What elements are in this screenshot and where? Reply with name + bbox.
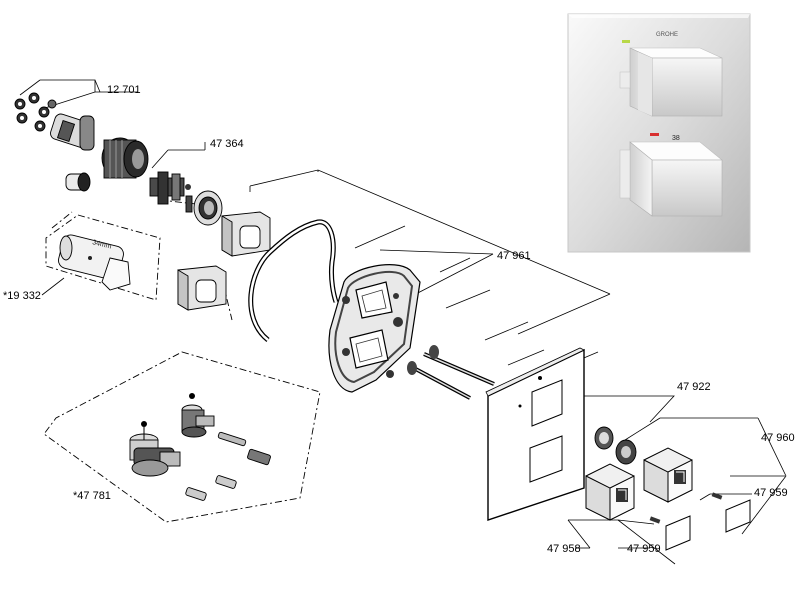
- kit-box-47781: [43, 351, 321, 523]
- adapter-rings-47922: [594, 426, 637, 465]
- label-19332: *19 332: [3, 290, 41, 302]
- hot-indicator: [650, 133, 659, 136]
- label-47364: 47 364: [210, 138, 244, 150]
- callout-lines: [19, 79, 787, 565]
- handle-lower-47958: [585, 463, 635, 521]
- label-47958: 47 958: [547, 543, 581, 555]
- part-12701-group: [14, 92, 95, 151]
- mounting-frame-47961: [328, 264, 421, 393]
- tool-19332: 34mm: [58, 234, 131, 291]
- label-47959-right: 47 959: [754, 487, 788, 499]
- threaded-sleeve: [101, 137, 149, 179]
- lower-knob-photo: [619, 141, 723, 217]
- kit-box-19332: [45, 214, 161, 301]
- product-photo: GROHE 38: [567, 13, 751, 253]
- long-screws: [407, 345, 495, 400]
- label-12701: 12 701: [107, 84, 141, 96]
- cold-indicator: [622, 40, 630, 43]
- upper-knob-photo: [619, 47, 723, 117]
- cap-screw-right: [711, 492, 751, 533]
- label-47781: *47 781: [73, 490, 111, 502]
- part-47781-kit: [129, 393, 271, 501]
- label-47922: 47 922: [677, 381, 711, 393]
- plaster-guard-upper: [221, 211, 271, 257]
- part-47364-cartridge: [149, 171, 193, 213]
- plaster-guard-lower: [177, 265, 227, 311]
- brand-logo-text: GROHE: [656, 32, 678, 38]
- temperature-mark: 38: [672, 135, 680, 142]
- label-47959-lower: 47 959: [627, 543, 661, 555]
- rosette-plate-47960: [485, 347, 585, 521]
- handle-upper-47960: [643, 447, 693, 503]
- label-47960: 47 960: [761, 432, 795, 444]
- cap-screw-lower: [649, 515, 691, 551]
- label-47961: 47 961: [497, 250, 531, 262]
- callout-labels: 12 701 47 364 *19 332 47 961 47 922 47 9…: [3, 84, 795, 555]
- seal-ring: [193, 190, 223, 226]
- tool-size-label: 34mm: [92, 239, 113, 251]
- wire-bracket: [248, 219, 339, 342]
- small-cap: [65, 172, 91, 192]
